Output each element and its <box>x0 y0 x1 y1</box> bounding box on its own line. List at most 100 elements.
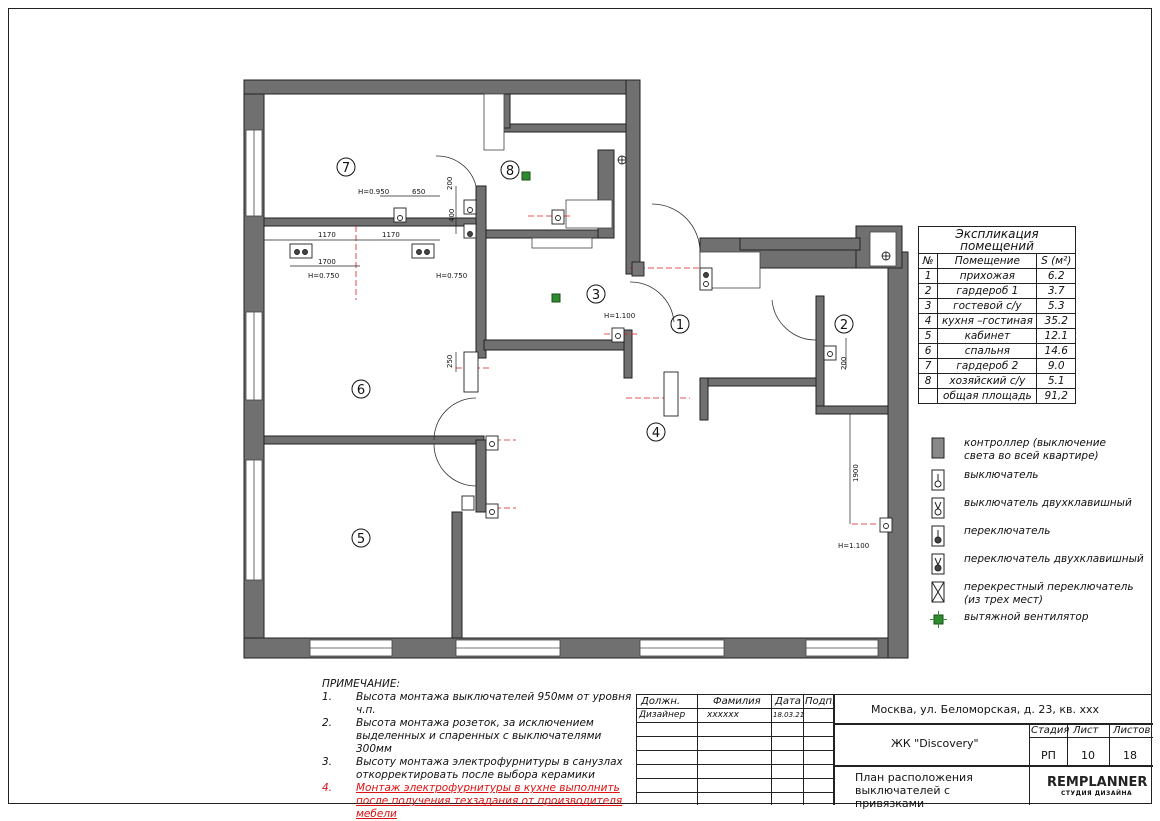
room-labels: 7 8 3 1 2 6 4 5 <box>336 157 854 548</box>
legend-item: перекрестный переключатель (из трех мест… <box>928 580 1158 608</box>
stamp-header-position: Должн. <box>641 696 681 707</box>
dim-1170a: 1170 <box>318 231 336 239</box>
stamp-project: ЖК "Discovery" <box>891 737 979 750</box>
stamp-stage: РП <box>1041 749 1056 762</box>
row-area: 14.6 <box>1036 343 1076 359</box>
legend-text: переключатель двухклавишный <box>964 553 1144 565</box>
explication-header-room: Помещение <box>937 253 1038 269</box>
dim-200b: 200 <box>840 357 848 370</box>
explication-title: Экспликация помещений <box>918 226 1076 254</box>
dim-h0750a: H=0.750 <box>308 272 339 280</box>
row-area: 35.2 <box>1036 313 1076 329</box>
legend-item: переключатель двухклавишный <box>928 552 1158 580</box>
stamp-header-date: Дата <box>775 696 801 707</box>
note-text: Высоту монтажа электрофурнитуры в санузл… <box>356 756 623 781</box>
room-number-7: 7 <box>342 161 350 176</box>
stamp-sheet: 10 <box>1081 749 1095 762</box>
stamp-name: xxxxxx <box>707 710 739 720</box>
legend-item: переключатель <box>928 524 1158 552</box>
total-empty <box>917 388 939 404</box>
row-num: 6 <box>917 343 939 359</box>
title-block: Должн. Фамилия Дата Подп. Дизайнер xxxxx… <box>636 694 1153 810</box>
row-room: кабинет <box>937 328 1038 344</box>
legend-text: переключатель <box>964 525 1051 537</box>
row-area: 5.3 <box>1036 298 1076 314</box>
dimension-texts: H=0.950 650 200 400 1170 1170 1700 H=0.7… <box>308 177 869 550</box>
total-value: 91,2 <box>1036 388 1076 404</box>
row-room: кухня –гостиная <box>937 313 1038 329</box>
notes-title: ПРИМЕЧАНИЕ: <box>322 678 401 690</box>
note-num: 2. <box>322 717 333 729</box>
dim-650: 650 <box>412 188 425 196</box>
row-room: прихожая <box>937 268 1038 284</box>
row-room: гардероб 2 <box>937 358 1038 374</box>
row-room: гардероб 1 <box>937 283 1038 299</box>
room-number-2: 2 <box>840 318 848 333</box>
row-room: гостевой с/у <box>937 298 1038 314</box>
windows <box>245 129 879 657</box>
legend-item: вытяжной вентилятор <box>928 610 1158 638</box>
controller-icon <box>931 437 945 459</box>
note-num: 1. <box>322 691 333 703</box>
legend-text: выключатель <box>964 469 1039 481</box>
switch-icon <box>931 469 945 491</box>
stamp-sheets: 18 <box>1123 749 1137 762</box>
notes: ПРИМЕЧАНИЕ: 1. Высота монтажа выключателе… <box>322 678 632 821</box>
drawing-frame <box>8 8 1152 804</box>
dim-1700: 1700 <box>318 258 336 266</box>
row-num: 8 <box>917 373 939 389</box>
note-item: 2. Высота монтажа розеток, за исключением… <box>322 717 632 756</box>
row-num: 2 <box>917 283 939 299</box>
row-num: 5 <box>917 328 939 344</box>
logo-subtitle: СТУДИЯ ДИЗАЙНА <box>1061 790 1133 797</box>
toggle-switch-icon <box>931 525 945 547</box>
double-switch-icon <box>931 497 945 519</box>
row-room: спальня <box>937 343 1038 359</box>
note-text: Монтаж электрофурнитуры в кухне выполнит… <box>356 782 623 820</box>
note-num: 3. <box>322 756 333 768</box>
room-number-4: 4 <box>652 426 660 441</box>
dim-1900: 1900 <box>852 464 860 482</box>
row-num: 4 <box>917 313 939 329</box>
room-number-5: 5 <box>357 532 365 547</box>
row-num: 3 <box>917 298 939 314</box>
stamp-header-name: Фамилия <box>713 696 761 707</box>
row-num: 7 <box>917 358 939 374</box>
legend-text: выключатель двухклавишный <box>964 497 1132 509</box>
doors <box>433 155 817 487</box>
room-number-6: 6 <box>357 383 365 398</box>
double-toggle-switch-icon <box>931 553 945 575</box>
room-explication-table: Экспликация помещений № Помещение S (м²)… <box>917 226 1076 404</box>
stamp-header-stage: Стадия <box>1031 725 1070 736</box>
dim-h0750b: H=0.750 <box>436 272 467 280</box>
note-item: 1. Высота монтажа выключателей 950мм от у… <box>322 691 632 717</box>
stamp-header-sign: Подп. <box>805 696 836 707</box>
room-number-8: 8 <box>506 164 514 179</box>
row-area: 3.7 <box>1036 283 1076 299</box>
dim-h0950: H=0.950 <box>358 188 389 196</box>
dim-200a: 200 <box>446 177 454 190</box>
exhaust-fans <box>521 171 561 303</box>
stamp-address: Москва, ул. Беломорская, д. 23, кв. xxx <box>871 703 1100 716</box>
row-area: 5.1 <box>1036 373 1076 389</box>
dimension-lines <box>264 186 851 524</box>
note-num: 4. <box>322 782 333 794</box>
note-text: Высота монтажа выключателей 950мм от уро… <box>356 691 632 716</box>
stamp-drawing-title: План расположения выключателей с привязк… <box>855 771 973 810</box>
exhaust-fan-icon <box>930 611 947 628</box>
dim-h1100b: H=1.100 <box>838 542 869 550</box>
note-item: 4. Монтаж электрофурнитуры в кухне выполн… <box>322 782 632 821</box>
note-text: Высота монтажа розеток, за исключением в… <box>356 717 602 755</box>
explication-header-area: S (м²) <box>1036 253 1076 269</box>
total-label: общая площадь <box>937 388 1038 404</box>
